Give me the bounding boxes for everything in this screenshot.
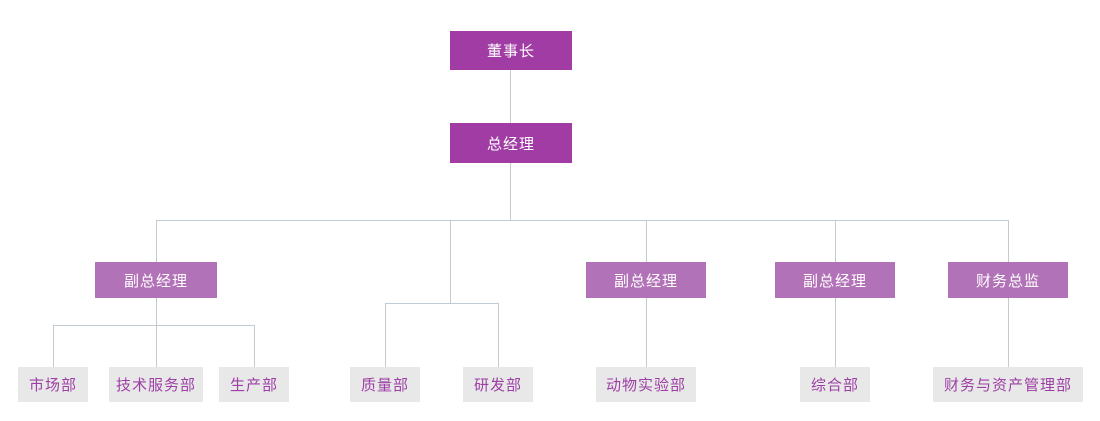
connector-drop-financeasset [1008,298,1009,367]
node-finance-director: 财务总监 [948,262,1068,298]
node-deputy-gm-2: 副总经理 [586,262,706,298]
connector-drop-deputy2 [646,220,647,262]
connector-drop-techservice [156,325,157,367]
connector-drop-production [254,325,255,367]
connector-drop-marketing [53,325,54,367]
connector-chairman-gm [510,70,511,123]
connector-drop-middle [450,220,451,303]
node-deputy-gm-3: 副总经理 [775,262,895,298]
node-general-affairs-dept: 综合部 [800,367,870,402]
connector-drop-animallab [646,298,647,367]
node-production-dept: 生产部 [219,367,289,402]
connector-drop-general [835,298,836,367]
node-finance-asset-dept: 财务与资产管理部 [933,367,1083,402]
connector-drop-findirector [1008,220,1009,262]
node-quality-dept: 质量部 [350,367,420,402]
connector-drop-deputy1 [156,220,157,262]
connector-drop-quality [385,303,386,367]
node-animal-lab-dept: 动物实验部 [596,367,696,402]
node-tech-service-dept: 技术服务部 [109,367,203,402]
node-rnd-dept: 研发部 [463,367,533,402]
connector-main-horizontal [156,220,1008,221]
connector-gm-stem [510,163,511,220]
connector-drop-rnd [498,303,499,367]
connector-middle-horizontal [385,303,498,304]
node-chairman: 董事长 [450,31,572,70]
node-marketing-dept: 市场部 [18,367,88,402]
connector-deputy1-stem [156,298,157,325]
connector-deputy1-horizontal [53,325,254,326]
connector-drop-deputy3 [835,220,836,262]
node-deputy-gm-1: 副总经理 [95,262,217,298]
node-general-manager: 总经理 [450,123,572,163]
